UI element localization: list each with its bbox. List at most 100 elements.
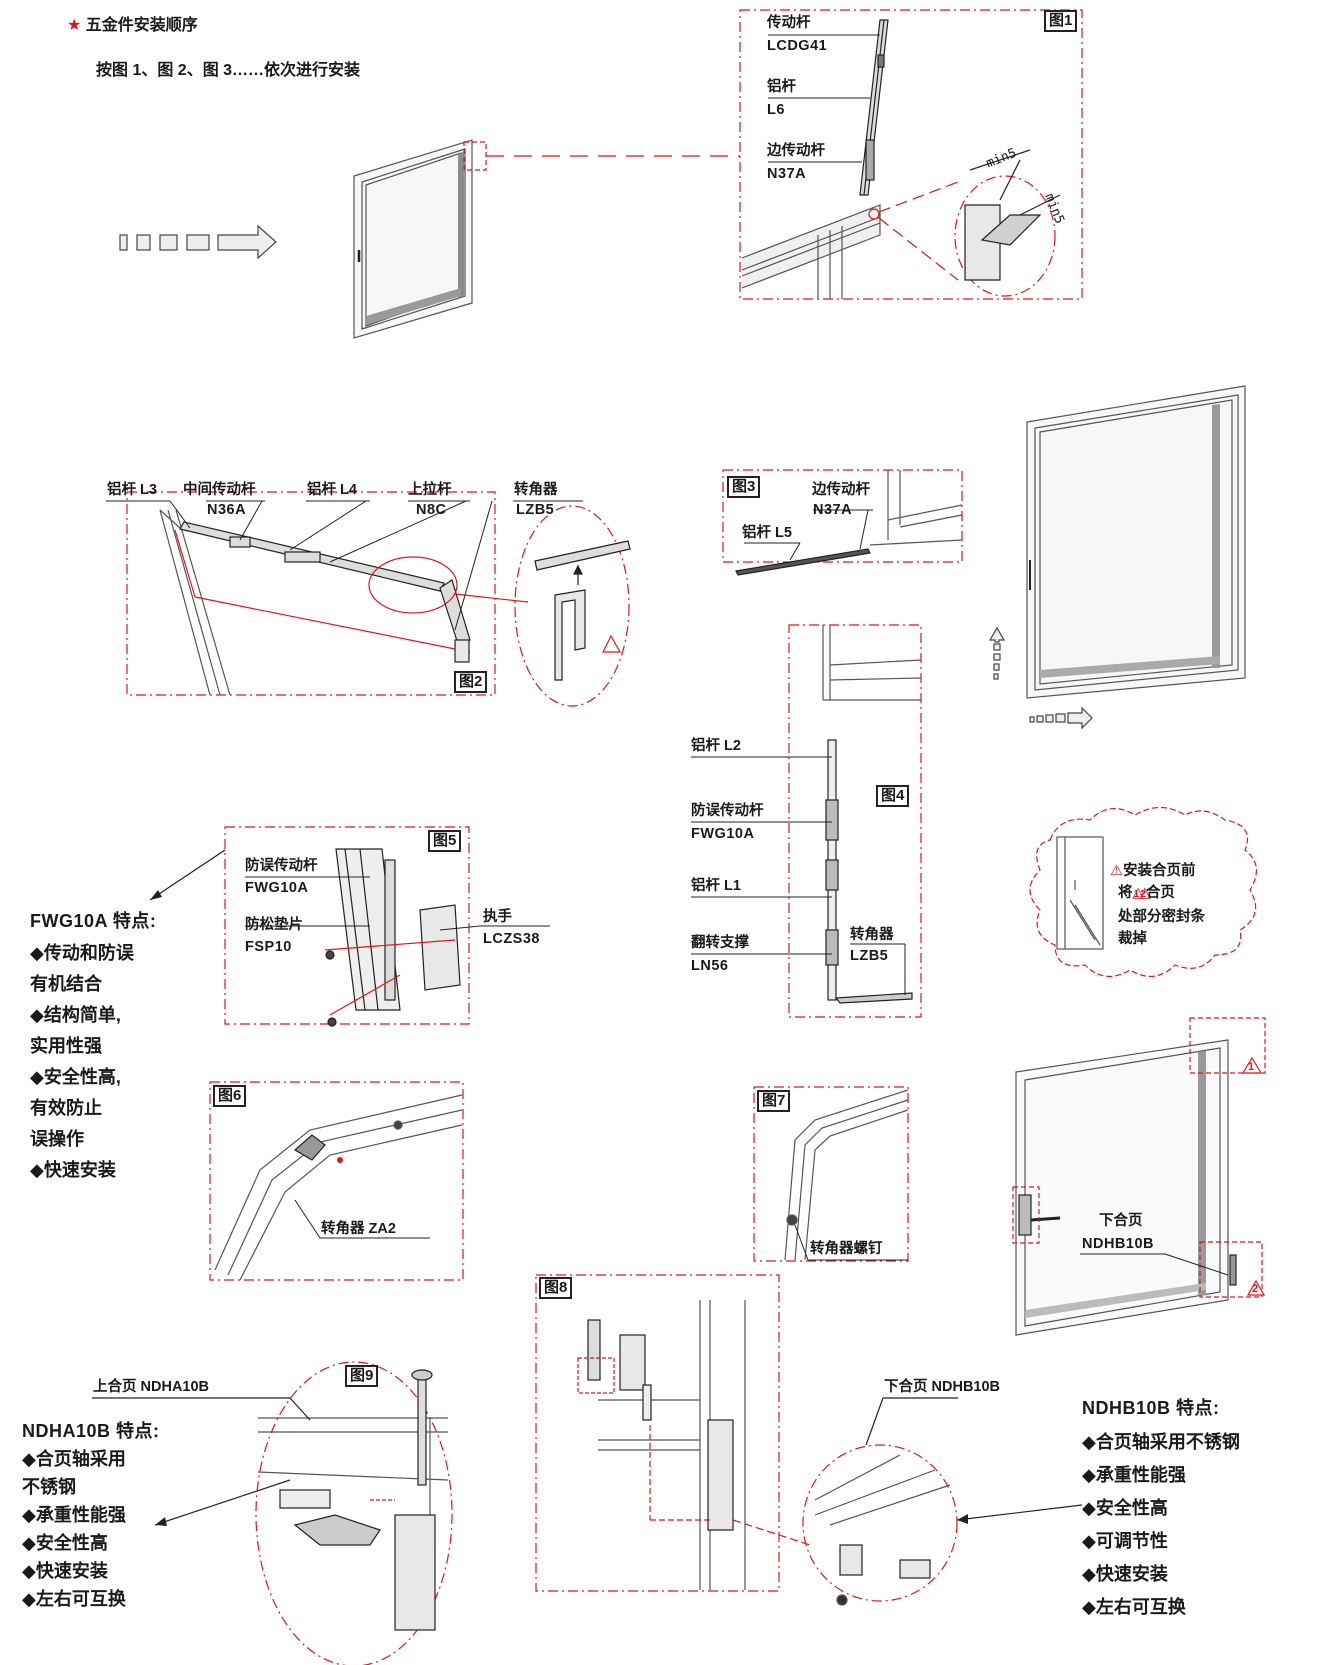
fig9-zoom [255,1361,453,1665]
fwg-feature-3: ◆结构简单, [30,1005,121,1025]
fwg-features-title: FWG10A 特点: [30,911,157,931]
note-line-4: 裁掉 [1118,931,1147,947]
fig1-rod [859,19,889,196]
fig2-code-4: N8C [416,502,447,518]
fig4-code-5: LZB5 [850,948,889,964]
fig6-art [214,1094,463,1281]
fig9-label: 上合页 NDHA10B [93,1379,210,1395]
window-sketch-3 [1015,1039,1229,1336]
ndhb-feature-2: ◆承重性能强 [1082,1465,1186,1485]
fig8-tag: 图8 [539,1277,573,1299]
fig7-tag: 图7 [757,1090,791,1112]
fig1-frame [741,204,881,299]
fig8-zoom [802,1444,958,1606]
window-mark-2: 2 [1252,1283,1259,1295]
fig9-tag: 图9 [345,1365,379,1387]
progress-arrow [119,224,277,260]
ndha-feature-5: ◆快速安装 [22,1561,108,1581]
fig1-code-3: N37A [767,166,807,182]
fig1-code-2: L6 [767,102,785,118]
fig6-label: 转角器 ZA2 [321,1221,396,1237]
fwg-feature-1: ◆传动和防误 [30,943,134,963]
fig4-art [822,625,922,1004]
fig4-label-3: 铝杆 L1 [691,878,741,894]
page-title: 五金件安装顺序 [85,17,198,34]
window-mark-1: 1 [1248,1061,1255,1073]
note-line-2-pre: 将 [1118,885,1133,901]
fig1-tag: 图1 [1044,10,1078,32]
warning-icon: ⚠ [1110,863,1123,879]
fig4-code-2: FWG10A [691,826,755,842]
bottom-hinge-code: NDHB10B [1082,1236,1154,1252]
fig7-art [784,1089,909,1261]
fig2-label-4: 上拉杆 [408,482,452,498]
fig5-tag: 图5 [428,830,462,852]
mark-1-icon: △1 [1132,885,1144,901]
ndhb-feature-6: ◆左右可互换 [1082,1597,1186,1617]
fig1-label-2: 铝杆 [767,79,796,95]
fig8-art [577,1300,811,1590]
fwg-feature-6: 有效防止 [30,1098,102,1118]
note-line-2-post: 合页 [1145,885,1175,901]
arrows-right [988,626,1093,730]
note-cloud [1029,806,1257,977]
star-icon: ★ [67,17,82,34]
fig5-label-1: 防误传动杆 [245,858,318,874]
ndha-feature-6: ◆左右可互换 [22,1589,126,1609]
fwg-feature-4: 实用性强 [30,1036,102,1056]
mark-2-icon: △2 [1139,885,1151,901]
page-subtitle: 按图 1、图 2、图 3……依次进行安装 [96,62,361,79]
fig4-label-4: 翻转支撑 [691,935,749,951]
window-sketch-2 [1026,385,1246,699]
ndhb-feature-4: ◆可调节性 [1082,1531,1168,1551]
bottom-hinge-name: 下合页 [1099,1213,1143,1229]
fig3-tag: 图3 [727,476,761,498]
fwg-feature-7: 误操作 [30,1129,84,1149]
note-line-1: 安装合页前 [1123,863,1196,879]
fig6-tag: 图6 [213,1085,247,1107]
fig5-label-2: 防松垫片 [245,917,303,933]
ndha-features-list: ◆合页轴采用 不锈钢 ◆承重性能强 ◆安全性高 ◆快速安装 ◆左右可互换 [22,1445,126,1613]
ndhb-features-list: ◆合页轴采用不锈钢 ◆承重性能强 ◆安全性高 ◆可调节性 ◆快速安装 ◆左右可互… [1082,1426,1240,1624]
fig2-zoom [514,505,631,707]
fig4-label-5: 转角器 [850,927,894,943]
window-sketch-1 [353,139,473,339]
fig5-code-2: FSP10 [245,939,292,955]
fig4-label-2: 防误传动杆 [691,803,764,819]
fwg-features-list: ◆传动和防误 有机结合 ◆结构简单, 实用性强 ◆安全性高, 有效防止 误操作 … [30,938,134,1186]
fig2-tag: 图2 [454,671,488,693]
fig2-frame [159,509,231,696]
fig5-label-3: 执手 [483,909,512,925]
fig2-label-2: 中间传动杆 [183,482,256,498]
fig5-art [324,848,461,1027]
fig1-zoom [954,149,1061,297]
ndha-feature-1: ◆合页轴采用 [22,1449,126,1469]
fig7-label: 转角器螺钉 [810,1241,883,1257]
fig2-code-5: LZB5 [516,502,555,518]
ndha-feature-3: ◆承重性能强 [22,1505,126,1525]
fig2-code-2: N36A [207,502,247,518]
fig4-code-4: LN56 [691,958,729,974]
note-text: ⚠安装合页前 将△1△2合页 处部分密封条 裁掉 [1110,860,1205,950]
fig4-tag: 图4 [876,785,910,807]
fig3-art [735,470,963,576]
fig1-code-1: LCDG41 [767,38,828,54]
ndhb-features-title: NDHB10B 特点: [1082,1398,1220,1418]
fig3-label-1: 边传动杆 [812,482,870,498]
ndhb-feature-5: ◆快速安装 [1082,1564,1168,1584]
fwg-feature-5: ◆安全性高, [30,1067,121,1087]
fig4-label-1: 铝杆 L2 [691,738,741,754]
ndhb-feature-1: ◆合页轴采用不锈钢 [1082,1432,1240,1452]
fwg-feature-8: ◆快速安装 [30,1160,116,1180]
note-line-3: 处部分密封条 [1118,909,1205,925]
fwg-feature-2: 有机结合 [30,974,102,994]
fig3-label-2: 铝杆 L5 [742,525,792,541]
fig2-label-1: 铝杆 L3 [107,482,157,498]
ndha-features-title: NDHA10B 特点: [22,1421,160,1441]
fig1-label-3: 边传动杆 [767,143,825,159]
ndha-feature-4: ◆安全性高 [22,1533,108,1553]
ndha-feature-2: 不锈钢 [22,1477,76,1497]
fig8-label: 下合页 NDHB10B [884,1379,1001,1395]
fig1-label-1: 传动杆 [767,15,811,31]
